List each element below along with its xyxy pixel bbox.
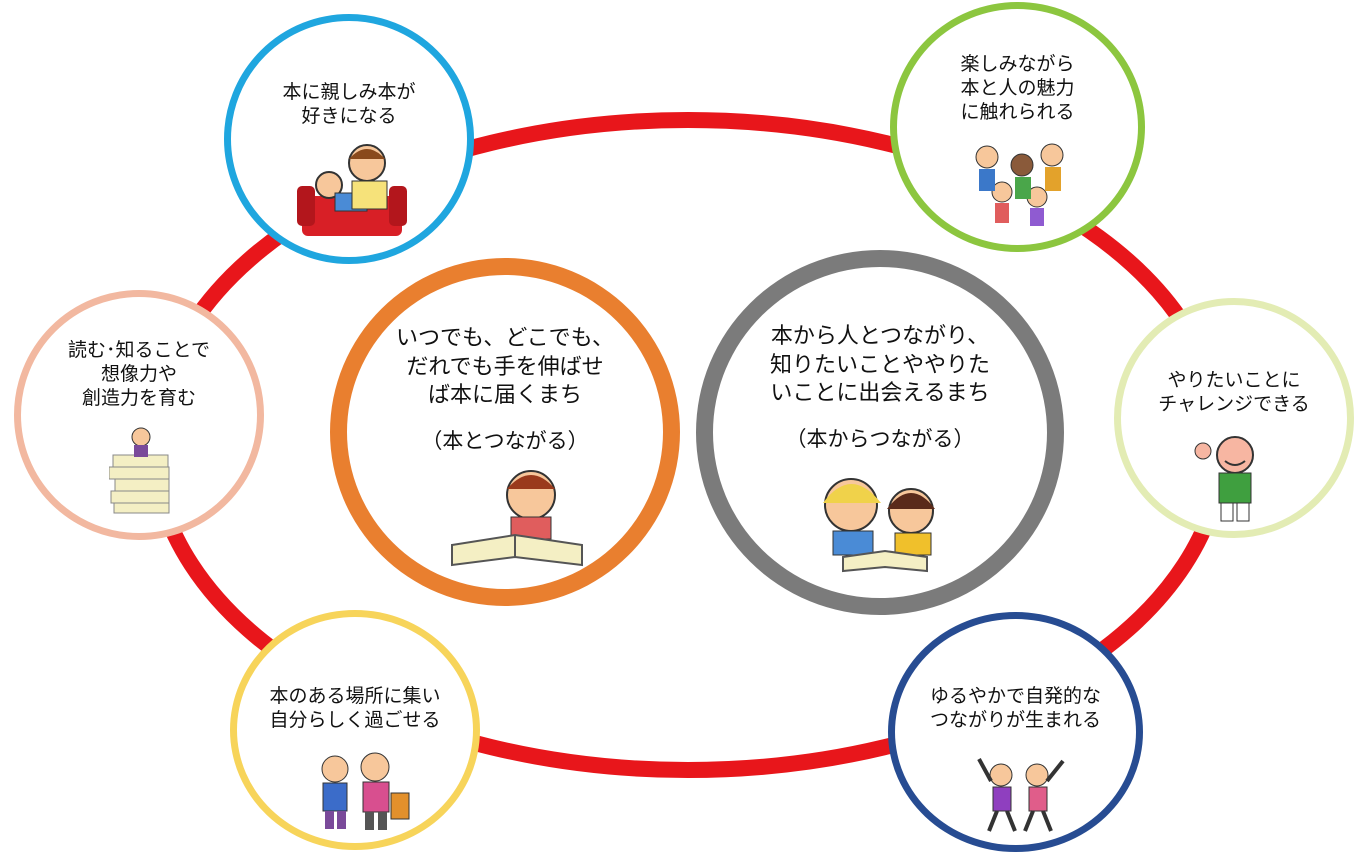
children-waving-icon xyxy=(977,758,1065,832)
outer-node-label: 読む･知ることで 想像力や 創造力を育む xyxy=(68,339,210,409)
center-node-subtitle: （本からつながる） xyxy=(785,426,975,451)
outer-node-label: やりたいことに チャレンジできる xyxy=(1158,369,1310,415)
outer-node-bottom-left: 本のある場所に集い 自分らしく過ごせる xyxy=(230,610,480,850)
child-reading-book-icon xyxy=(451,470,583,567)
children-with-bags-icon xyxy=(321,752,410,830)
outer-node-top-right: 楽しみながら 本と人の魅力 に触れられる xyxy=(890,2,1145,252)
child-on-book-stack-icon xyxy=(109,427,170,514)
outer-node-label: ゆるやかで自発的な つながりが生まれる xyxy=(929,685,1101,731)
children-group-icon xyxy=(975,143,1064,226)
outer-node-bottom-right: ゆるやかで自発的な つながりが生まれる xyxy=(888,612,1143,852)
outer-node-label: 本に親しみ本が 好きになる xyxy=(282,81,416,127)
center-node-text: いつでも、どこでも、 だれでも手を伸ばせ ば本に届くまち xyxy=(395,326,615,409)
outer-node-label: 楽しみながら 本と人の魅力 に触れられる xyxy=(960,53,1075,123)
center-node-right: 本から人とつながり、 知りたいことややりた いことに出会えるまち （本からつなが… xyxy=(696,250,1064,615)
outer-node-left: 読む･知ることで 想像力や 創造力を育む xyxy=(14,290,264,540)
outer-node-label: 本のある場所に集い 自分らしく過ごせる xyxy=(269,685,441,731)
flexing-person-icon xyxy=(1194,436,1254,522)
outer-node-right: やりたいことに チャレンジできる xyxy=(1114,298,1354,538)
outer-node-top-left: 本に親しみ本が 好きになる xyxy=(224,14,474,264)
parent-child-sofa-reading-icon xyxy=(297,144,407,236)
center-node-left: いつでも、どこでも、 だれでも手を伸ばせ ば本に届くまち （本とつながる） xyxy=(330,258,680,606)
center-node-subtitle: （本とつながる） xyxy=(421,428,589,453)
adult-and-child-reading-icon xyxy=(823,478,935,573)
center-node-text: 本から人とつながり、 知りたいことややりた いことに出会えるまち xyxy=(769,324,990,407)
